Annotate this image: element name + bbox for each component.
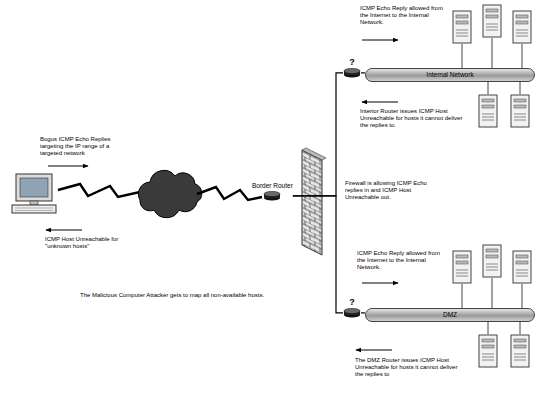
note-text: The DMZ Router issues ICMP Host Unreacha…: [355, 357, 465, 379]
router-label: ?: [349, 298, 355, 308]
note-text: ICMP Host Unreachable for "unknown hosts…: [45, 236, 125, 250]
router-node: Border Router: [252, 182, 293, 201]
note-text: Firewall is allowing ICMP Echo replies i…: [345, 180, 445, 202]
network-link: [293, 196, 343, 313]
note-text: ICMP Echo Reply allowed from the Interne…: [360, 5, 445, 27]
internet-cloud: [138, 170, 201, 217]
note-text: Interior Router issues ICMP Host Unreach…: [360, 108, 470, 130]
wan-link: [58, 184, 140, 197]
firewall-wall: [302, 148, 326, 255]
router-icon: [343, 68, 361, 78]
router-node: ?: [343, 58, 361, 78]
router-icon: [263, 191, 281, 201]
router-label: Border Router: [252, 182, 293, 191]
note-text: Bogus ICMP Echo Replies targeting the IP…: [40, 136, 125, 158]
network-segment: DMZ: [365, 308, 535, 322]
router-label: ?: [349, 58, 355, 68]
network-name: DMZ: [439, 311, 461, 319]
router-node: ?: [343, 298, 361, 318]
network-link: [293, 73, 343, 196]
note-text: The Malicious Computer Attacker gets to …: [80, 292, 320, 299]
network-segment: Internal Network: [365, 68, 535, 82]
router-icon: [343, 308, 361, 318]
attacker-computer: [12, 174, 56, 213]
network-name: Internal Network: [422, 71, 477, 79]
note-text: ICMP Echo Reply allowed from the Interne…: [357, 250, 442, 272]
